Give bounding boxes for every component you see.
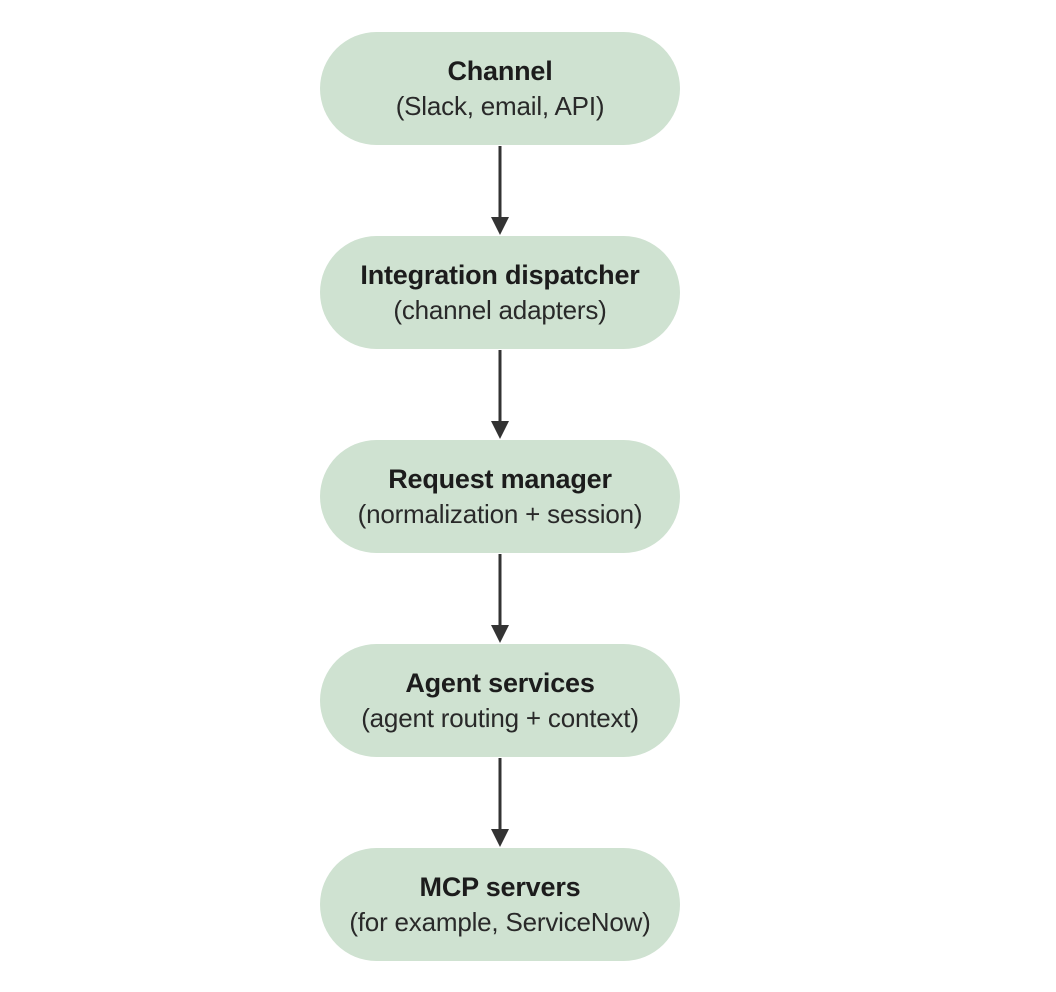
- arrow-request-manager-to-agent-services: [491, 554, 509, 643]
- arrow-dispatcher-to-request-manager: [491, 350, 509, 439]
- node-channel: Channel (Slack, email, API): [320, 32, 680, 145]
- node-title: Request manager: [388, 464, 612, 494]
- node-title: Agent services: [405, 668, 595, 698]
- node-title: Integration dispatcher: [360, 260, 640, 290]
- node-subtitle: (Slack, email, API): [395, 91, 605, 121]
- node-subtitle: (agent routing + context): [361, 703, 639, 733]
- node-mcp-servers: MCP servers (for example, ServiceNow): [320, 848, 680, 961]
- node-integration-dispatcher: Integration dispatcher (channel adapters…: [320, 236, 680, 349]
- node-title: Channel: [447, 56, 553, 86]
- node-request-manager: Request manager (normalization + session…: [320, 440, 680, 553]
- node-subtitle: (for example, ServiceNow): [349, 907, 651, 937]
- node-subtitle: (channel adapters): [393, 295, 607, 325]
- arrow-agent-services-to-mcp-servers: [491, 758, 509, 847]
- node-agent-services: Agent services (agent routing + context): [320, 644, 680, 757]
- arrow-channel-to-dispatcher: [491, 146, 509, 235]
- node-subtitle: (normalization + session): [357, 499, 643, 529]
- node-title: MCP servers: [419, 872, 581, 902]
